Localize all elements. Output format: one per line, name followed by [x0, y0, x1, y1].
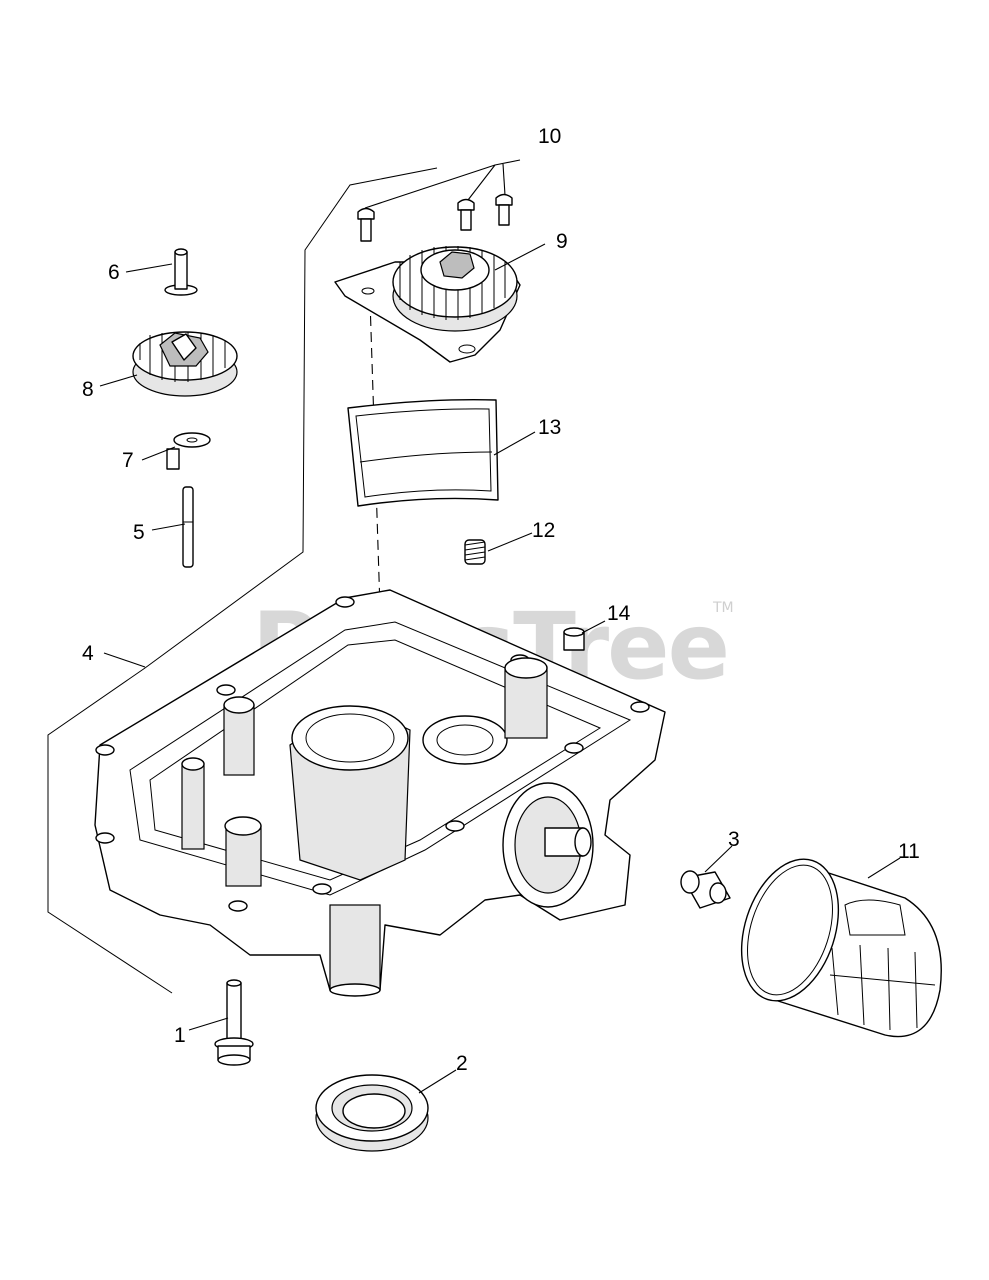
callout-2: 2: [456, 1052, 468, 1075]
callout-10: 10: [538, 125, 561, 148]
part-8-gear[interactable]: [132, 331, 238, 397]
callout-7: 7: [122, 449, 134, 472]
callout-numbers: 10 6 9 8 7 13 5 12 14 4 3 11 1 2: [82, 125, 920, 1075]
callout-14: 14: [607, 602, 631, 625]
part-14-plug[interactable]: [563, 627, 585, 651]
assembly-bracket: [47, 167, 438, 994]
part-10-screws[interactable]: [357, 193, 513, 242]
callout-11: 11: [898, 840, 920, 863]
callout-9: 9: [556, 230, 568, 253]
part-7-washer[interactable]: [166, 432, 211, 470]
part-11-oil-filter[interactable]: [725, 847, 942, 1038]
part-5-pin[interactable]: [182, 486, 194, 568]
part-2-seal[interactable]: [315, 1074, 429, 1152]
leader-lines: [99, 159, 901, 1094]
part-12-spring[interactable]: [464, 539, 486, 565]
callout-12: 12: [532, 519, 555, 542]
part-3-fitting[interactable]: [680, 870, 731, 909]
assembly-axis: [369, 299, 381, 609]
callout-5: 5: [133, 521, 145, 544]
part-13-screen[interactable]: [347, 398, 499, 507]
part-4-oil-pan[interactable]: [94, 589, 666, 997]
watermark-trademark: TM: [712, 600, 734, 616]
callout-1: 1: [174, 1024, 186, 1047]
part-9-oil-pump[interactable]: [334, 246, 521, 363]
callout-8: 8: [82, 378, 94, 401]
callout-13: 13: [538, 416, 561, 439]
callout-4: 4: [82, 642, 94, 665]
part-1-bolt[interactable]: [214, 979, 254, 1066]
part-6-shaft[interactable]: [164, 248, 198, 296]
callout-3: 3: [728, 828, 740, 851]
callout-6: 6: [108, 261, 120, 284]
